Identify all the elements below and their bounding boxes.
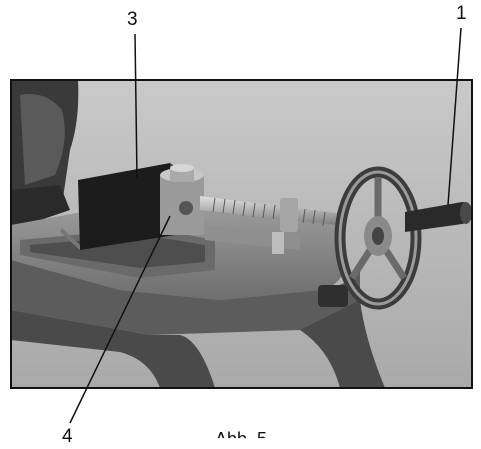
callout-number-1: 1: [456, 3, 467, 24]
leader-line-1: [447, 27, 462, 206]
leader-line-3: [134, 33, 138, 179]
callout-number-3: 3: [127, 9, 138, 30]
callout-number-4: 4: [62, 426, 73, 447]
figure-caption: Abb. 5: [215, 429, 268, 449]
base-plate: [11, 205, 385, 388]
lead-screw: [200, 196, 345, 254]
photo-frame: [10, 79, 473, 389]
movable-jaw-block: [160, 164, 204, 235]
leader-line-4: [69, 215, 171, 424]
handwheel: [334, 166, 472, 310]
leader-lines: [69, 27, 462, 424]
